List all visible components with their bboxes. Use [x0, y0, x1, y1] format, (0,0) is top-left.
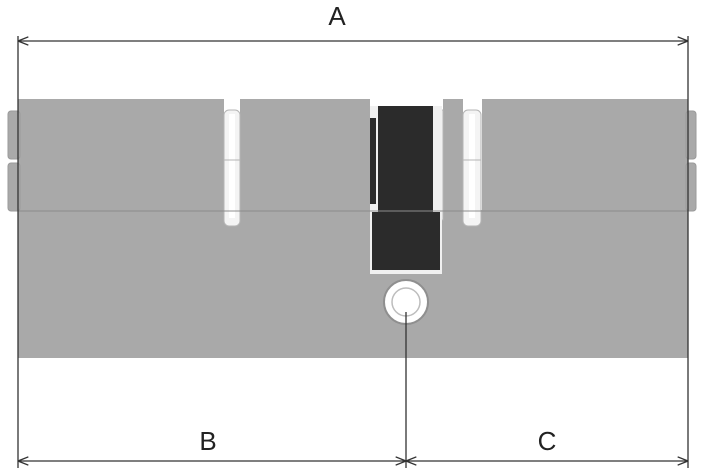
- dimension-label-a: A: [328, 1, 346, 31]
- cam-right-post: [443, 99, 463, 212]
- cylinder-body: [7, 99, 697, 358]
- right-upper-block: [482, 99, 688, 212]
- cam-left-edge: [370, 118, 376, 204]
- cylinder-lower-body: [18, 210, 688, 358]
- pin-slot-right: [462, 109, 482, 227]
- middle-left-upper-block: [240, 99, 370, 212]
- dimension-lines: [19, 41, 687, 461]
- screw-hole-inner: [391, 287, 421, 317]
- dimension-label-c: C: [538, 426, 557, 456]
- pin-slot-left: [223, 109, 241, 227]
- dimension-label-b: B: [199, 426, 216, 456]
- extension-lines: [17, 36, 689, 468]
- left-end-tab-bottom: [7, 162, 21, 212]
- left-upper-block: [18, 99, 224, 212]
- cam: [372, 106, 440, 270]
- left-end-tab-top: [7, 110, 21, 160]
